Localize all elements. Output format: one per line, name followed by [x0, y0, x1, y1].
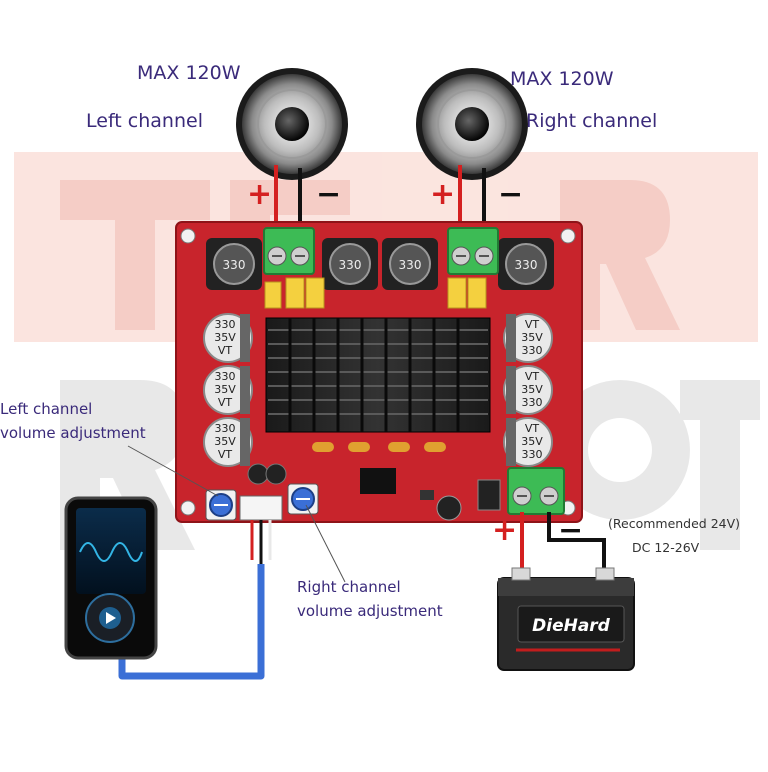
cap-l3-line1: 330 — [215, 422, 236, 435]
left-speaker-minus-sign: − — [316, 177, 342, 212]
right-speaker — [416, 68, 528, 180]
cap-l1-line2: 35V — [214, 331, 236, 344]
play-icon — [106, 612, 116, 624]
left-speaker-terminal — [263, 227, 315, 275]
inductor-code-2: 330 — [339, 258, 362, 272]
right-channel-label: Right channel — [526, 110, 658, 132]
left-channel-label: Left channel — [86, 110, 203, 132]
cap-l2-line1: 330 — [215, 370, 236, 383]
audio-input-connector — [239, 495, 283, 566]
cap-r2-line3: 330 — [522, 396, 543, 409]
cap-r1-line2: 35V — [521, 331, 543, 344]
lower-components — [247, 442, 501, 521]
cap-r2-line2: 35V — [521, 383, 543, 396]
right-volume-label-line1: Right channel — [297, 578, 401, 596]
media-player — [64, 496, 158, 660]
capacitors-right: VT 35V 330 VT 35V 330 VT 35V 330 — [503, 313, 553, 467]
left-power-label: MAX 120W — [137, 62, 241, 84]
cap-l1-line3: VT — [218, 344, 233, 357]
cap-l2-line3: VT — [218, 396, 233, 409]
right-volume-callout-line — [305, 504, 346, 583]
film-capacitors — [285, 277, 487, 309]
battery-positive-post — [511, 567, 531, 581]
heatsink — [265, 317, 491, 433]
watermark-letter-o-hole — [588, 418, 652, 482]
watermark-letter-t — [60, 180, 210, 330]
cap-r2-line1: VT — [525, 370, 540, 383]
battery: DieHard — [497, 567, 635, 671]
cap-r3-line3: 330 — [522, 448, 543, 461]
power-terminal — [507, 467, 565, 515]
watermark-letter-t2 — [680, 380, 760, 550]
power-plus-sign: + — [492, 513, 518, 548]
supply-recommended-label: (Recommended 24V) — [608, 516, 741, 531]
cap-l1-line1: 330 — [215, 318, 236, 331]
power-wires — [520, 512, 606, 572]
power-minus-sign: − — [558, 513, 584, 548]
battery-negative-post — [595, 567, 615, 581]
cap-r3-line2: 35V — [521, 435, 543, 448]
inductor-code-1: 330 — [223, 258, 246, 272]
watermark — [14, 152, 760, 550]
battery-brand: DieHard — [532, 616, 611, 636]
capacitors-left: 330 35V VT 330 35V VT 330 35V VT — [203, 313, 253, 467]
cap-r1-line1: VT — [525, 318, 540, 331]
inductor-code-4: 330 — [515, 258, 538, 272]
left-volume-label-line1: Left channel — [0, 400, 93, 418]
supply-range-label: DC 12-26V — [632, 540, 700, 555]
right-power-label: MAX 120W — [510, 68, 614, 90]
right-speaker-minus-sign: − — [498, 177, 524, 212]
amplifier-board: 330 330 330 330 — [175, 221, 583, 566]
cap-l3-line2: 35V — [214, 435, 236, 448]
left-speaker-plus-sign: + — [247, 177, 273, 212]
right-speaker-plus-sign: + — [430, 177, 456, 212]
left-volume-label-line2: volume adjustment — [0, 424, 146, 442]
cap-r1-line3: 330 — [522, 344, 543, 357]
inductors: 330 330 330 330 — [206, 238, 554, 290]
cap-l2-line2: 35V — [214, 383, 236, 396]
left-speaker — [236, 68, 348, 180]
watermark-letter-r — [560, 180, 680, 330]
left-volume-knob[interactable] — [205, 489, 237, 521]
cap-l3-line3: VT — [218, 448, 233, 461]
right-volume-label-line2: volume adjustment — [297, 602, 443, 620]
cap-r3-line1: VT — [525, 422, 540, 435]
power-negative-wire — [547, 512, 606, 572]
right-volume-knob[interactable] — [287, 483, 319, 515]
right-speaker-terminal — [447, 227, 499, 275]
left-volume-callout-line — [127, 445, 219, 497]
inductor-code-3: 330 — [399, 258, 422, 272]
audio-cable — [118, 564, 265, 680]
